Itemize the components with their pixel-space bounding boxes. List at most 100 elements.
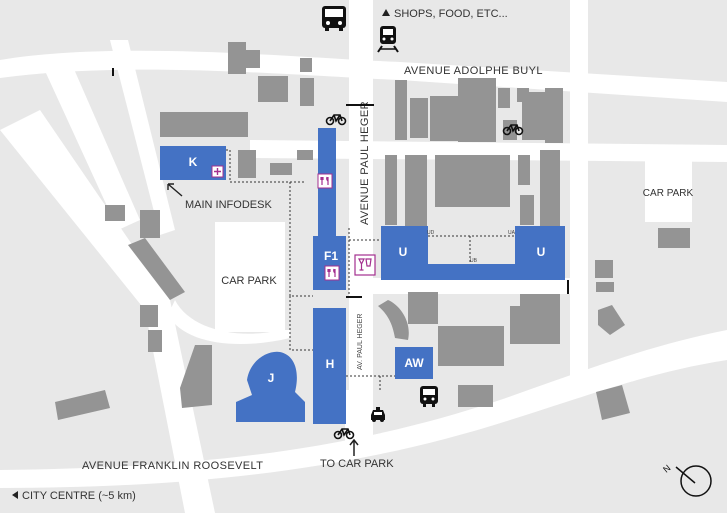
compass-icon: N: [661, 463, 712, 497]
building-u-right-label: U: [537, 245, 546, 259]
grey-building: [520, 294, 560, 314]
bicycle-icon: [502, 124, 524, 136]
arrow-infodesk-icon: [167, 183, 183, 197]
grey-building: [140, 210, 160, 238]
u-courtyard-label: UA: [508, 230, 516, 236]
building-j-label: J: [268, 371, 275, 385]
grey-building: [458, 78, 496, 142]
grey-building: [55, 390, 110, 420]
label-main-infodesk: MAIN INFODESK: [185, 199, 272, 211]
road-diagonal-northwest: [110, 40, 175, 235]
grey-building: [297, 150, 313, 160]
building-f1-label: F1: [324, 249, 338, 263]
building-u-left-label: U: [399, 245, 408, 259]
grey-building: [596, 385, 630, 420]
grey-building: [300, 58, 312, 72]
road-marker: [112, 68, 114, 76]
bus-stop-icon: [420, 386, 438, 407]
building-k-label: K: [189, 155, 198, 169]
grey-building: [246, 50, 260, 68]
building-aw-label: AW: [404, 356, 424, 370]
grey-building: [378, 300, 409, 340]
grey-building: [658, 228, 690, 248]
building-f1: [313, 128, 346, 290]
grey-building: [395, 80, 407, 140]
grey-building: [540, 150, 560, 228]
arrow-up-icon: [349, 438, 359, 456]
svg-text:N: N: [661, 463, 672, 475]
grey-building: [458, 385, 493, 407]
road-avenue-franklin-roosevelt: [0, 330, 727, 488]
arrow-left-icon: [12, 491, 18, 499]
label-to-car-park: TO CAR PARK: [320, 458, 394, 470]
building-h: [313, 308, 346, 424]
building-u: [381, 226, 565, 280]
grey-building: [520, 195, 534, 225]
building-aw: [395, 347, 433, 379]
train-icon: [377, 26, 399, 53]
label-avenue-paul-heger: AVENUE PAUL HEGER: [359, 101, 371, 225]
label-av-paul-heger: AV. PAUL HEGER: [357, 314, 364, 370]
label-avenue-adolphe-buyl: AVENUE ADOLPHE BUYL: [404, 65, 543, 77]
grey-building: [300, 78, 314, 106]
label-shops-food: SHOPS, FOOD, ETC...: [394, 8, 508, 20]
walking-paths: [226, 149, 515, 390]
road-mid-horizontal: [250, 140, 727, 162]
car-park-east-area: [645, 160, 692, 222]
bicycle-icon: [325, 114, 347, 126]
grey-building: [228, 42, 246, 74]
path-west: [289, 296, 313, 351]
bar-icon: [354, 254, 376, 276]
road-east-vertical: [570, 0, 588, 380]
grey-building: [545, 88, 563, 143]
label-car-park-west: CAR PARK: [221, 275, 277, 287]
campus-buildings: [160, 128, 565, 424]
grey-building: [518, 155, 530, 185]
restaurant-icon: [324, 265, 340, 281]
grey-building: [148, 330, 162, 352]
grey-building: [258, 76, 288, 102]
building-h-label: H: [326, 357, 335, 371]
road-marker: [346, 296, 362, 298]
taxi-icon: [371, 407, 385, 422]
u-courtyard-label: UB: [470, 258, 478, 264]
grey-building: [405, 155, 427, 227]
info-icon: [211, 165, 224, 178]
label-city-centre: CITY CENTRE (~5 km): [22, 490, 136, 502]
u-courtyard-label: UD: [427, 230, 435, 236]
building-j: [236, 351, 305, 422]
road-mid-east: [349, 278, 571, 294]
path-k-infodesk: [226, 149, 305, 183]
grey-building: [435, 155, 510, 207]
grey-building: [596, 282, 614, 292]
grey-building: [408, 292, 438, 324]
road-marker: [346, 104, 374, 106]
grey-building: [430, 96, 458, 141]
road-diagonal-west-2: [40, 60, 140, 230]
grey-buildings: [55, 42, 690, 420]
grey-building: [128, 238, 185, 300]
bus-icon: [322, 6, 346, 31]
grey-building: [385, 155, 397, 225]
bicycle-icon: [333, 428, 355, 440]
road-north: [349, 0, 373, 70]
grey-building: [140, 305, 158, 327]
grey-building: [595, 260, 613, 278]
label-car-park-east: CAR PARK: [643, 188, 694, 199]
arrow-up-icon: [382, 9, 390, 16]
road-west-loop: [168, 300, 290, 345]
label-avenue-franklin-roosevelt: AVENUE FRANKLIN ROOSEVELT: [82, 460, 263, 472]
restaurant-icon: [317, 173, 333, 189]
grey-building: [598, 305, 625, 335]
grey-building: [438, 326, 504, 366]
grey-building: [270, 163, 292, 175]
road-marker: [567, 280, 569, 294]
grey-building: [238, 150, 256, 178]
grey-building: [180, 345, 212, 408]
grey-building: [498, 88, 510, 108]
grey-building: [517, 88, 529, 102]
grey-building: [160, 112, 248, 137]
car-park-west-area: [215, 222, 285, 332]
grey-building: [410, 98, 428, 138]
